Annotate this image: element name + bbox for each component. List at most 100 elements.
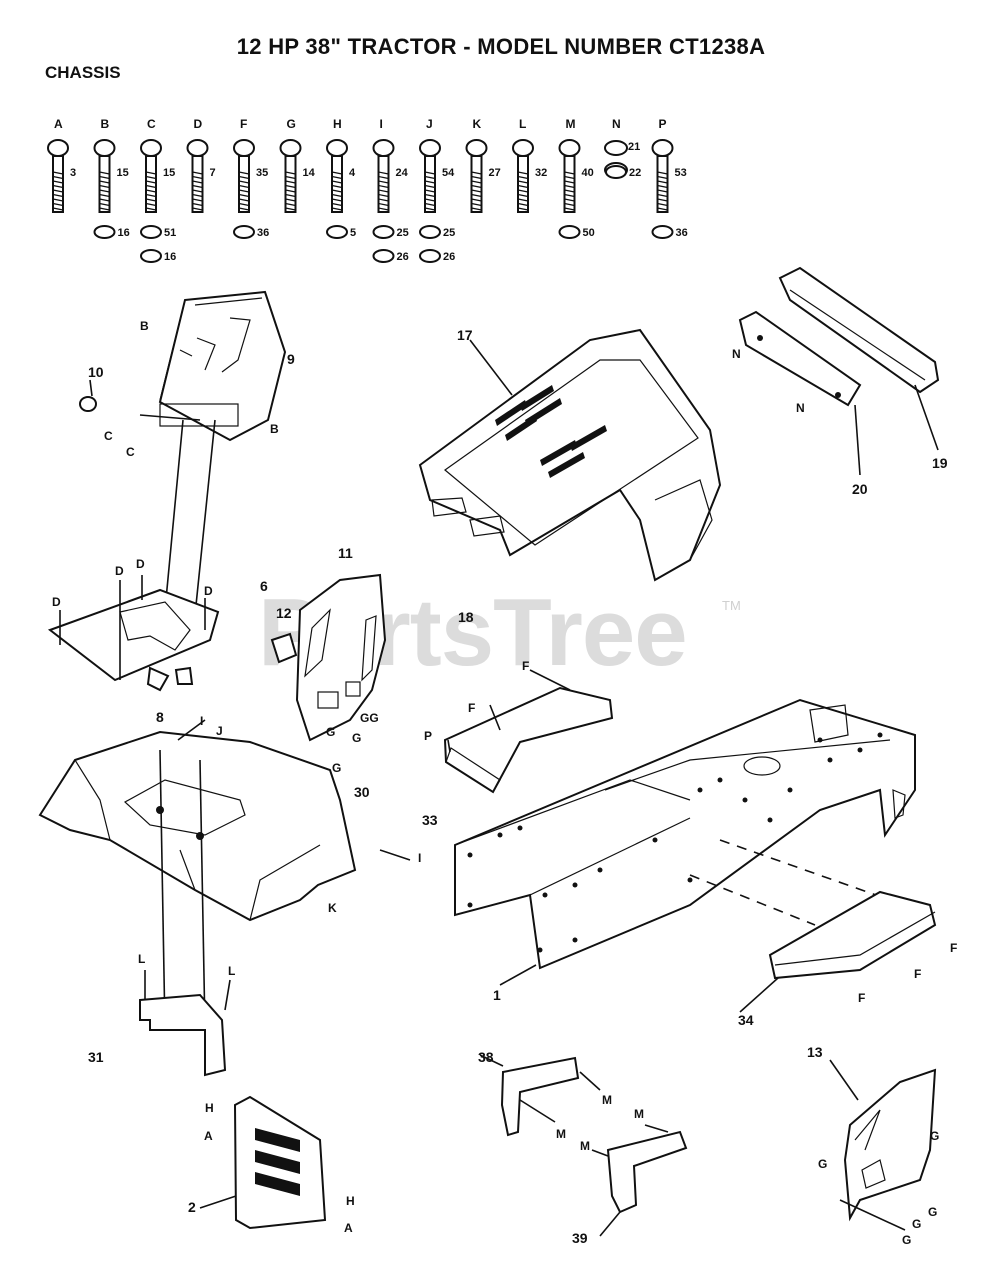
thread-line — [517, 207, 529, 211]
left-footrest-part — [443, 669, 614, 794]
dash-panel-part — [139, 290, 287, 616]
callout-8: 8 — [156, 709, 164, 725]
thread-line — [52, 171, 64, 175]
washer-nut-icon — [326, 225, 348, 239]
letter-label-d: D — [52, 595, 61, 609]
letter-label-f: F — [914, 967, 921, 981]
callout-numbers: 9 10 17 19 20 6 11 12 18 8 30 33 31 1 34… — [88, 327, 948, 1246]
callout-2: 2 — [188, 1199, 196, 1215]
letter-label-c: C — [104, 429, 113, 443]
thread-line — [99, 171, 110, 175]
watermark-trademark: TM — [722, 598, 741, 613]
hardware-extra-ref-number: 25 — [443, 227, 455, 239]
hardware-ref-number: 15 — [163, 167, 175, 179]
hardware-ref-number: 15 — [117, 167, 129, 179]
callout-31: 31 — [88, 1049, 104, 1065]
hardware-item: D7 — [186, 117, 216, 213]
callout-9: 9 — [287, 351, 295, 367]
thread-line — [331, 180, 343, 184]
thread-line — [145, 202, 157, 207]
bolt-head-icon — [279, 139, 302, 157]
thread-line — [52, 184, 64, 189]
thread-line — [331, 207, 343, 211]
bolt-head-icon — [140, 139, 162, 157]
thread-line — [517, 184, 529, 189]
bolt-head-icon — [93, 139, 116, 157]
letter-label-n: N — [796, 401, 805, 415]
thread-line — [657, 171, 668, 175]
bolt-shank-icon — [98, 155, 111, 213]
washer-nut-icon — [651, 225, 674, 239]
floor-plate-part — [47, 575, 220, 692]
thread-line — [99, 207, 110, 211]
thread-line — [145, 193, 157, 198]
thread-line — [564, 198, 575, 202]
right-footrest-part — [739, 890, 937, 1013]
thread-line — [192, 175, 203, 180]
letter-label-k: K — [328, 901, 337, 915]
mounting-bracket-38 — [479, 1054, 601, 1137]
thread-line — [517, 171, 529, 175]
thread-line — [192, 193, 203, 198]
thread-line — [657, 175, 668, 180]
thread-line — [192, 202, 203, 207]
nut-icon — [604, 140, 628, 156]
thread-line — [238, 198, 250, 202]
hardware-ref-number: 14 — [303, 167, 316, 179]
bolt-shank-icon — [517, 155, 529, 213]
washer-nut-icon — [233, 225, 255, 239]
letter-label-g: G — [332, 761, 341, 775]
thread-line — [378, 171, 389, 175]
thread-line — [238, 202, 250, 207]
thread-line — [331, 189, 343, 193]
washer-nut-icon — [419, 249, 441, 263]
thread-line — [52, 180, 64, 184]
thread-line — [517, 189, 529, 193]
thread-line — [192, 189, 203, 193]
thread-line — [145, 207, 157, 211]
letter-label-g: G — [928, 1205, 937, 1219]
hardware-ref-number: 40 — [582, 167, 594, 179]
hardware-extra-ref-number: 26 — [397, 251, 409, 263]
thread-line — [564, 207, 575, 211]
thread-line — [657, 193, 668, 198]
thread-line — [378, 207, 389, 211]
thread-line — [331, 184, 343, 189]
front-grille-part — [199, 1095, 327, 1230]
side-panel-part — [295, 573, 387, 742]
callout-39: 39 — [572, 1230, 588, 1246]
thread-line — [238, 175, 250, 180]
hardware-item: H45 — [326, 117, 356, 239]
decal-part — [270, 632, 298, 664]
thread-line — [238, 189, 250, 193]
letter-label-m: M — [580, 1139, 590, 1153]
page-title: 12 HP 38" TRACTOR - MODEL NUMBER CT1238A — [236, 34, 766, 59]
thread-line — [285, 175, 296, 180]
callout-33: 33 — [422, 812, 438, 828]
thread-line — [238, 207, 250, 211]
washer-nut-icon — [372, 225, 395, 239]
callout-13: 13 — [807, 1044, 823, 1060]
letter-label-a: A — [204, 1129, 213, 1143]
hardware-extra-ref-number: 26 — [443, 251, 455, 263]
bolt-head-icon — [326, 139, 348, 157]
bolt-head-icon — [186, 139, 209, 157]
callout-19: 19 — [932, 455, 948, 471]
callout-11: 11 — [338, 545, 353, 561]
mounting-bracket-39 — [591, 1124, 688, 1237]
hardware-letter: C — [147, 117, 156, 131]
letter-label-m: M — [602, 1093, 612, 1107]
thread-line — [471, 198, 482, 202]
hardware-extra-ref-number: 16 — [118, 227, 130, 239]
letter-label-g: G — [902, 1233, 911, 1247]
thread-line — [378, 184, 389, 189]
hardware-letter: D — [194, 117, 203, 131]
thread-line — [517, 193, 529, 198]
thread-line — [52, 193, 64, 198]
hardware-letter: J — [426, 117, 433, 131]
